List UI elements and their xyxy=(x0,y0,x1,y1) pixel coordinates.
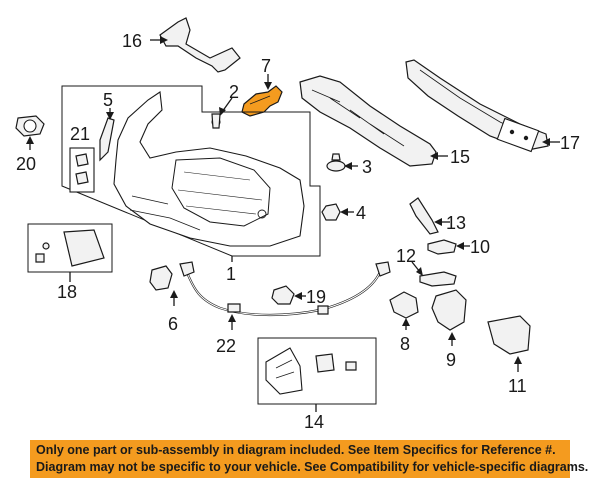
part-18-license-bracket: 18 xyxy=(27,223,113,302)
part-8-bracket: 8 xyxy=(389,291,419,354)
part-14-fog-bezel: 14 xyxy=(257,337,377,430)
part-7-bracket-highlighted: 7 xyxy=(241,56,283,117)
part-21-clips: 21 xyxy=(69,124,95,193)
callout-16: 16 xyxy=(122,31,142,51)
callout-6: 6 xyxy=(168,314,178,334)
part-4-nut: 4 xyxy=(321,203,366,223)
callout-4: 4 xyxy=(356,203,366,223)
callout-8: 8 xyxy=(400,334,410,354)
callout-5: 5 xyxy=(103,90,113,110)
part-1-bumper-cover: 1 xyxy=(113,91,305,284)
part-2-clip: 2 xyxy=(211,82,239,129)
part-20-sensor: 20 xyxy=(15,115,45,174)
part-19-sensor: 19 xyxy=(271,285,326,307)
part-11-bracket: 11 xyxy=(487,315,531,396)
part-9-bracket: 9 xyxy=(431,289,467,370)
callout-2: 2 xyxy=(229,82,239,102)
part-16-upper-bracket: 16 xyxy=(122,17,241,73)
part-13-bracket: 13 xyxy=(409,197,466,235)
callout-15: 15 xyxy=(450,147,470,167)
callout-17: 17 xyxy=(560,133,580,153)
part-5-bracket: 5 xyxy=(99,90,115,162)
callout-9: 9 xyxy=(446,350,456,370)
callout-11: 11 xyxy=(508,376,527,396)
callout-7: 7 xyxy=(261,56,271,76)
callout-19: 19 xyxy=(306,287,326,307)
callout-1: 1 xyxy=(226,264,236,284)
callout-21: 21 xyxy=(70,124,90,144)
callout-14: 14 xyxy=(304,412,324,430)
part-6-cap: 6 xyxy=(149,265,178,334)
notice-banner: Only one part or sub-assembly in diagram… xyxy=(30,440,589,478)
part-22-wire-harness: 22 xyxy=(179,261,391,356)
notice-line-2: Diagram may not be specific to your vehi… xyxy=(36,460,589,474)
part-3-retainer: 3 xyxy=(326,153,372,177)
callout-12: 12 xyxy=(396,246,416,266)
parts-diagram: 16 7 2 15 17 xyxy=(15,17,580,430)
part-17-reinforcement: 17 xyxy=(405,59,580,153)
callout-10: 10 xyxy=(470,237,490,257)
part-15-absorber: 15 xyxy=(299,75,470,167)
callout-20: 20 xyxy=(16,154,36,174)
part-12-bracket: 12 xyxy=(396,246,457,287)
part-10-bracket: 10 xyxy=(427,237,490,257)
callout-18: 18 xyxy=(57,282,77,302)
callout-3: 3 xyxy=(362,157,372,177)
notice-line-1: Only one part or sub-assembly in diagram… xyxy=(36,443,556,457)
callout-13: 13 xyxy=(446,213,466,233)
callout-22: 22 xyxy=(216,336,236,356)
